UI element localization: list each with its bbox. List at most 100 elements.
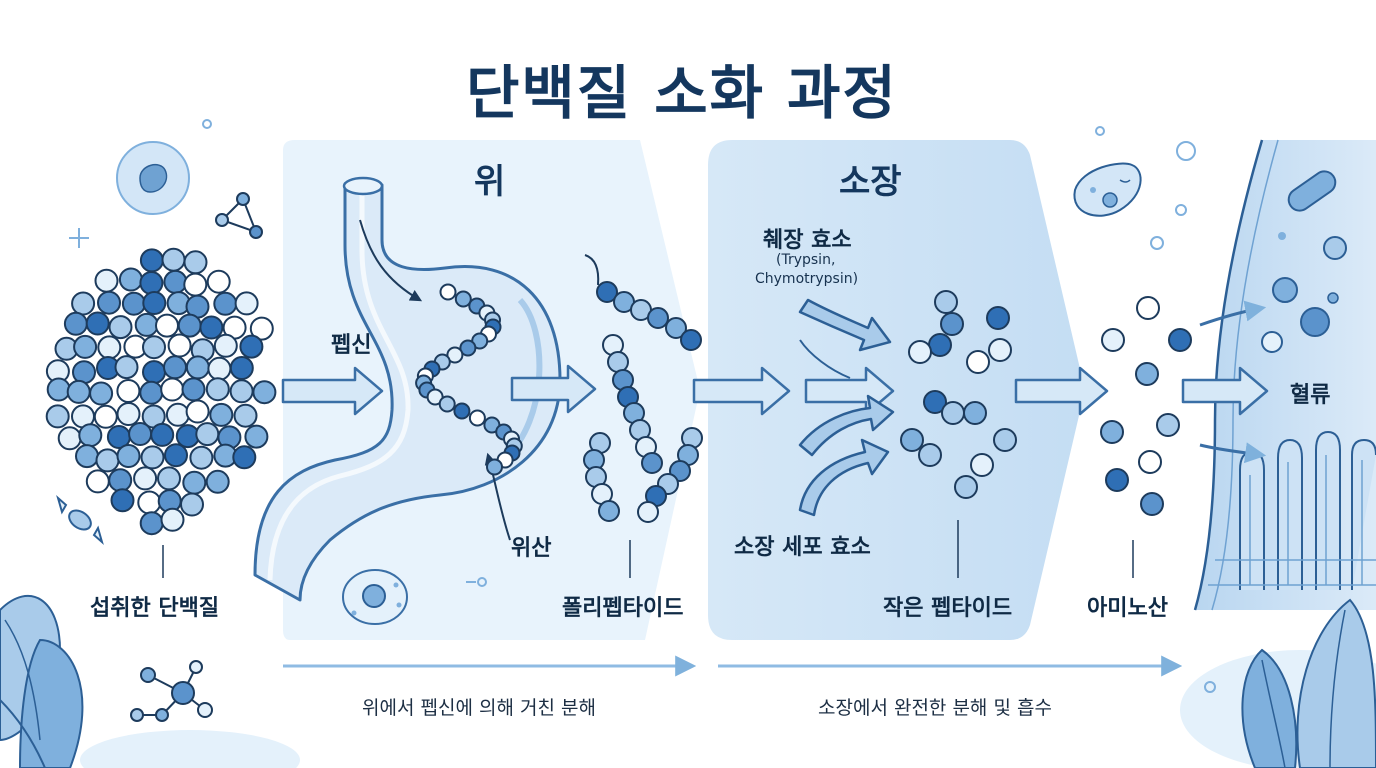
amino-acid-bead bbox=[1105, 468, 1129, 492]
arrow-stomach-to-polypeptide bbox=[510, 364, 597, 414]
small-peptide-bead bbox=[986, 306, 1010, 330]
amino-acid-bead bbox=[1156, 413, 1180, 437]
amino-acid-bead bbox=[1136, 296, 1160, 320]
background-blob bbox=[80, 730, 300, 768]
region-label-small-intestine: 소장 bbox=[839, 162, 902, 202]
label-polypeptide: 폴리펩타이드 bbox=[562, 596, 684, 621]
enzyme-flow-arrows bbox=[798, 298, 1267, 517]
label-pancreatic-detail-1: (Trypsin, bbox=[776, 252, 836, 268]
protein-bead bbox=[157, 466, 181, 491]
protein-bead bbox=[233, 403, 258, 428]
small-peptide-bead bbox=[908, 340, 932, 364]
amino-acids-group bbox=[1100, 296, 1192, 516]
protein-bead bbox=[116, 444, 141, 468]
protein-bead bbox=[85, 469, 110, 494]
sparkle-icon bbox=[69, 228, 89, 248]
leaf-left-decoration bbox=[0, 594, 84, 768]
label-amino-acids: 아미노산 bbox=[1087, 596, 1168, 621]
protein-bead bbox=[78, 423, 103, 448]
label-small-peptides: 작은 펩타이드 bbox=[883, 596, 1013, 621]
label-pepsin: 펩신 bbox=[331, 333, 372, 358]
protein-bead bbox=[229, 356, 254, 380]
protein-bead bbox=[142, 291, 167, 315]
protein-bead bbox=[177, 313, 202, 338]
small-peptide-bead bbox=[941, 401, 965, 425]
floating-bubbles bbox=[202, 119, 1216, 693]
protein-bead bbox=[163, 269, 188, 294]
amino-acid-bead bbox=[1101, 328, 1125, 352]
protein-bead bbox=[234, 291, 259, 316]
protein-bead bbox=[121, 291, 146, 316]
protein-bead bbox=[134, 312, 159, 337]
stomach-chain-bead bbox=[438, 395, 456, 413]
label-pancreatic-detail-2: Chymotrypsin) bbox=[755, 271, 859, 287]
arrow-to-amino-acids bbox=[1014, 366, 1109, 416]
protein-bead bbox=[183, 250, 208, 275]
stomach-chain-bead bbox=[454, 290, 472, 308]
small-peptide-bead bbox=[966, 350, 990, 374]
polypeptide-bead bbox=[637, 501, 659, 523]
protein-bead bbox=[180, 492, 204, 517]
region-label-stomach: 위 bbox=[474, 162, 506, 202]
protein-bead bbox=[116, 402, 141, 426]
protein-bead bbox=[182, 470, 207, 495]
protein-bead bbox=[232, 445, 257, 470]
stomach-chain-bead bbox=[446, 346, 464, 364]
label-gastric-acid: 위산 bbox=[511, 536, 552, 561]
protein-bead bbox=[128, 422, 153, 446]
protein-bead bbox=[161, 247, 186, 272]
small-peptide-bead bbox=[954, 475, 978, 499]
protein-bead bbox=[181, 377, 206, 402]
stomach-chain-bead bbox=[459, 339, 477, 357]
amino-acid-bead bbox=[1168, 328, 1192, 352]
small-peptide-bead bbox=[993, 428, 1017, 452]
protein-bead bbox=[108, 468, 133, 493]
small-peptide-bead bbox=[928, 333, 952, 357]
protein-bead bbox=[108, 315, 133, 340]
blood-vessel-wall bbox=[1193, 139, 1376, 611]
protein-bead bbox=[195, 422, 220, 447]
protein-bead bbox=[213, 291, 238, 316]
protein-bead bbox=[73, 334, 98, 359]
protein-bead bbox=[206, 269, 231, 294]
polypeptide-bead bbox=[665, 317, 687, 339]
leaf-right-decoration bbox=[1180, 598, 1376, 768]
intestine-panel bbox=[708, 140, 1085, 640]
protein-bead bbox=[137, 490, 162, 515]
protein-bead bbox=[110, 488, 135, 513]
protein-bead bbox=[244, 424, 269, 449]
cell-icon-topleft bbox=[116, 141, 190, 215]
protein-bead bbox=[142, 335, 166, 360]
arrow-to-bloodstream bbox=[1181, 366, 1269, 416]
protein-bead bbox=[160, 377, 185, 402]
protein-bead bbox=[97, 335, 122, 360]
label-brush-border-enzymes: 소장 세포 효소 bbox=[734, 535, 871, 560]
protein-bead bbox=[116, 379, 141, 403]
protein-bead bbox=[150, 422, 175, 447]
protein-bead bbox=[139, 248, 164, 273]
label-leader-lines bbox=[162, 520, 1134, 578]
protein-bead bbox=[94, 268, 119, 293]
protein-bead bbox=[93, 404, 118, 429]
small-peptides-group bbox=[900, 290, 1017, 499]
protein-bead bbox=[167, 333, 192, 358]
protein-bead bbox=[189, 445, 214, 470]
molecule-icon-topleft bbox=[215, 192, 263, 239]
protein-bead bbox=[205, 469, 230, 494]
protein-bead bbox=[207, 356, 232, 381]
protein-bead bbox=[139, 271, 164, 295]
bacteria-icon bbox=[1073, 162, 1142, 217]
small-peptide-bead bbox=[923, 390, 947, 414]
stomach-chain-bead bbox=[453, 402, 471, 420]
protein-bead bbox=[252, 380, 277, 405]
protein-bead bbox=[85, 311, 110, 336]
small-peptide-bead bbox=[918, 443, 942, 467]
polypeptide-bead bbox=[607, 351, 629, 373]
protein-bead bbox=[75, 444, 99, 469]
cell-illustration bbox=[342, 569, 408, 625]
stomach-illustration bbox=[253, 176, 600, 602]
protein-bead bbox=[95, 448, 120, 473]
protein-bead bbox=[57, 426, 82, 451]
protein-bead bbox=[97, 290, 121, 315]
